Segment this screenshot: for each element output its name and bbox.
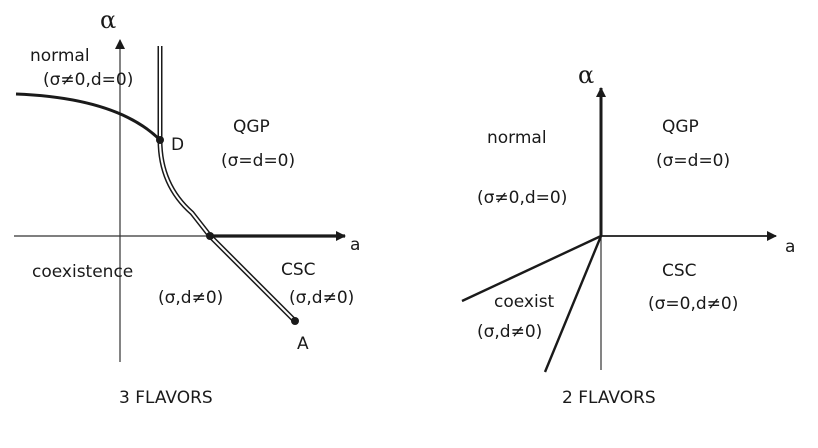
right-alpha-label: α xyxy=(578,61,594,89)
right-normal-condition: (σ≠0,d=0) xyxy=(477,188,567,208)
right-qgp-condition: (σ=d=0) xyxy=(656,151,730,171)
left-coexistence-label: coexistence xyxy=(32,262,133,282)
two-flavors-panel: α a normal (σ≠0,d=0) QGP (σ=d=0) CSC (σ=… xyxy=(461,61,795,408)
right-qgp-label: QGP xyxy=(662,117,699,137)
left-coexistence-condition: (σ,d≠0) xyxy=(158,288,223,308)
left-normal-label: normal xyxy=(30,46,90,66)
right-boundary-line-upper xyxy=(461,234,602,303)
right-caption: 2 FLAVORS xyxy=(562,388,656,408)
left-normal-condition: (σ≠0,d=0) xyxy=(43,70,133,90)
right-coexist-label: coexist xyxy=(494,292,555,312)
right-coexist-condition: (σ,d≠0) xyxy=(477,322,542,342)
left-qgp-label: QGP xyxy=(233,117,270,137)
left-caption: 3 FLAVORS xyxy=(119,388,213,408)
left-csc-condition: (σ,d≠0) xyxy=(289,288,354,308)
right-boundary-line-lower xyxy=(543,235,603,373)
double-line-boundary-outer xyxy=(157,46,297,323)
right-csc-condition: (σ=0,d≠0) xyxy=(648,294,738,314)
triple-point-marker xyxy=(206,232,214,240)
double-line-boundary-inner xyxy=(159,46,296,322)
right-a-label: a xyxy=(785,237,795,257)
normal-phase-boundary-curve xyxy=(15,92,162,142)
right-normal-label: normal xyxy=(487,128,547,148)
three-flavors-panel: α a normal (σ≠0,d=0) QGP (σ=d=0) D coexi… xyxy=(14,6,360,408)
left-qgp-condition: (σ=d=0) xyxy=(221,151,295,171)
right-csc-label: CSC xyxy=(662,261,697,281)
point-d-marker xyxy=(156,136,164,144)
point-a-label: A xyxy=(297,334,309,354)
left-a-label: a xyxy=(350,235,360,255)
left-alpha-label: α xyxy=(100,6,116,34)
left-csc-label: CSC xyxy=(281,260,316,280)
point-d-label: D xyxy=(171,135,184,155)
point-a-marker xyxy=(291,317,299,325)
